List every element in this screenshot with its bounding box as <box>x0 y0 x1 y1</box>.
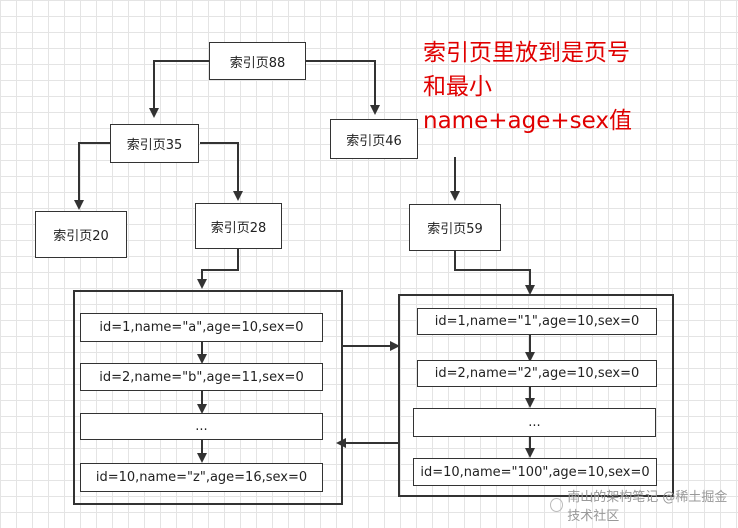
index-page-59: 索引页59 <box>409 204 501 251</box>
node-label: 索引页46 <box>346 133 402 149</box>
annotation-line-3: name+age+sex值 <box>423 108 632 134</box>
node-label: 索引页88 <box>229 55 286 71</box>
node-label: 索引页28 <box>210 220 267 236</box>
row-text: id=10,name="100",age=10,sex=0 <box>420 464 650 480</box>
node-label: 索引页35 <box>126 138 183 153</box>
watermark: 南山的架构笔记 @稀土掘金技术社区 <box>550 486 738 524</box>
watermark-text: 南山的架构笔记 @稀土掘金技术社区 <box>567 490 728 524</box>
row-text: ... <box>195 419 208 434</box>
row-text: id=1,name="a",age=10,sex=0 <box>99 320 304 335</box>
leaf-right-row-last: id=10,name="100",age=10,sex=0 <box>413 458 657 486</box>
index-page-20: 索引页20 <box>35 211 127 258</box>
annotation: 索引页里放到是页号 和最小 name+age+sex值 <box>423 36 632 138</box>
leaf-left-row-1: id=1,name="a",age=10,sex=0 <box>80 313 323 342</box>
row-text: id=10,name="z",age=16,sex=0 <box>95 470 308 485</box>
index-page-35: 索引页35 <box>110 124 199 163</box>
leaf-left-row-2: id=2,name="b",age=11,sex=0 <box>80 363 323 391</box>
leaf-page-right <box>398 294 674 497</box>
wechat-icon <box>550 498 564 512</box>
row-text: id=2,name="b",age=11,sex=0 <box>99 369 304 385</box>
leaf-left-row-last: id=10,name="z",age=16,sex=0 <box>80 463 323 492</box>
leaf-left-row-ellipsis: ... <box>80 413 323 440</box>
leaf-right-row-ellipsis: ... <box>413 408 656 437</box>
leaf-right-row-1: id=1,name="1",age=10,sex=0 <box>417 308 657 335</box>
row-text: id=2,name="2",age=10,sex=0 <box>434 366 640 381</box>
index-page-28: 索引页28 <box>195 203 282 249</box>
index-page-46: 索引页46 <box>330 119 418 159</box>
node-label: 索引页20 <box>53 229 109 244</box>
index-page-88: 索引页88 <box>209 42 306 80</box>
row-text: id=1,name="1",age=10,sex=0 <box>434 314 640 329</box>
annotation-line-2: 和最小 <box>423 74 492 100</box>
leaf-right-row-2: id=2,name="2",age=10,sex=0 <box>417 360 657 387</box>
annotation-line-1: 索引页里放到是页号 <box>423 40 630 66</box>
row-text: ... <box>528 415 541 430</box>
node-label: 索引页59 <box>427 222 483 237</box>
leaf-page-left <box>73 290 343 505</box>
